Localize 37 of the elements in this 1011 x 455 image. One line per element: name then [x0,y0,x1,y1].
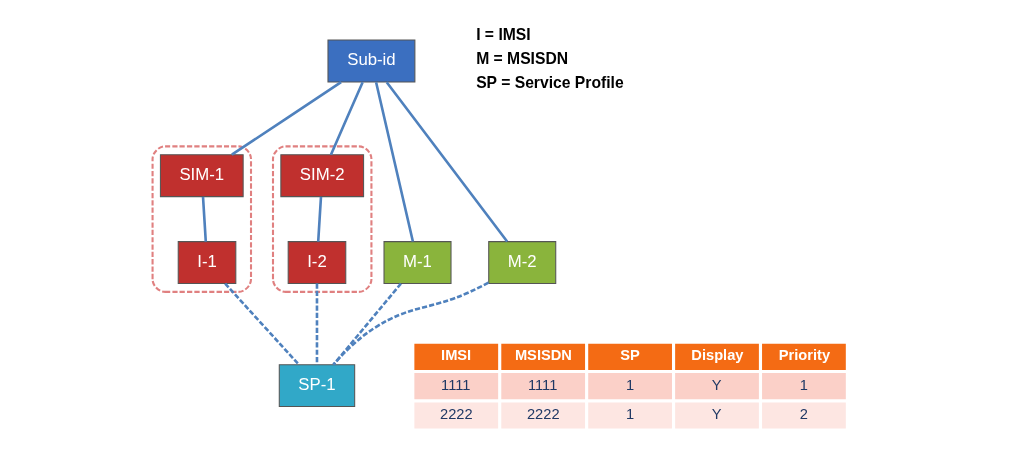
node-box: M-1 [382,241,452,285]
label: 2222 [439,406,473,423]
label: M = MSISDN [475,50,568,68]
connector [374,81,414,242]
label: 2222 [526,406,560,423]
node-box: SIM-2 [279,154,364,198]
label: Display [690,346,743,363]
connector [201,196,207,242]
node-box: I-2 [287,241,346,285]
node-box: SIM-1 [159,154,244,198]
connector [331,281,489,366]
connector [329,81,364,156]
label: 1111 [440,377,470,394]
cluster [151,145,252,293]
connector [385,81,508,243]
label: 1 [625,377,634,394]
connector [230,81,342,156]
label: MSISDN [514,346,572,363]
cluster [271,145,372,293]
label: Y [711,406,722,423]
label: 1 [799,377,808,394]
label: I = IMSI [475,26,531,44]
node-box: SP-1 [278,364,355,408]
node-box: M-2 [487,241,556,285]
connector [315,283,318,365]
label: SP = Service Profile [475,74,624,92]
connector [316,196,322,242]
label: SP [619,346,640,363]
connector [223,282,300,366]
label: Y [711,377,722,394]
node-box: Sub-id [326,39,415,83]
label: 1 [625,406,634,423]
label: IMSI [440,346,471,363]
label: 1111 [527,377,557,394]
label: Priority [778,346,830,363]
label: 2 [799,406,808,423]
node-box: I-1 [177,241,236,285]
